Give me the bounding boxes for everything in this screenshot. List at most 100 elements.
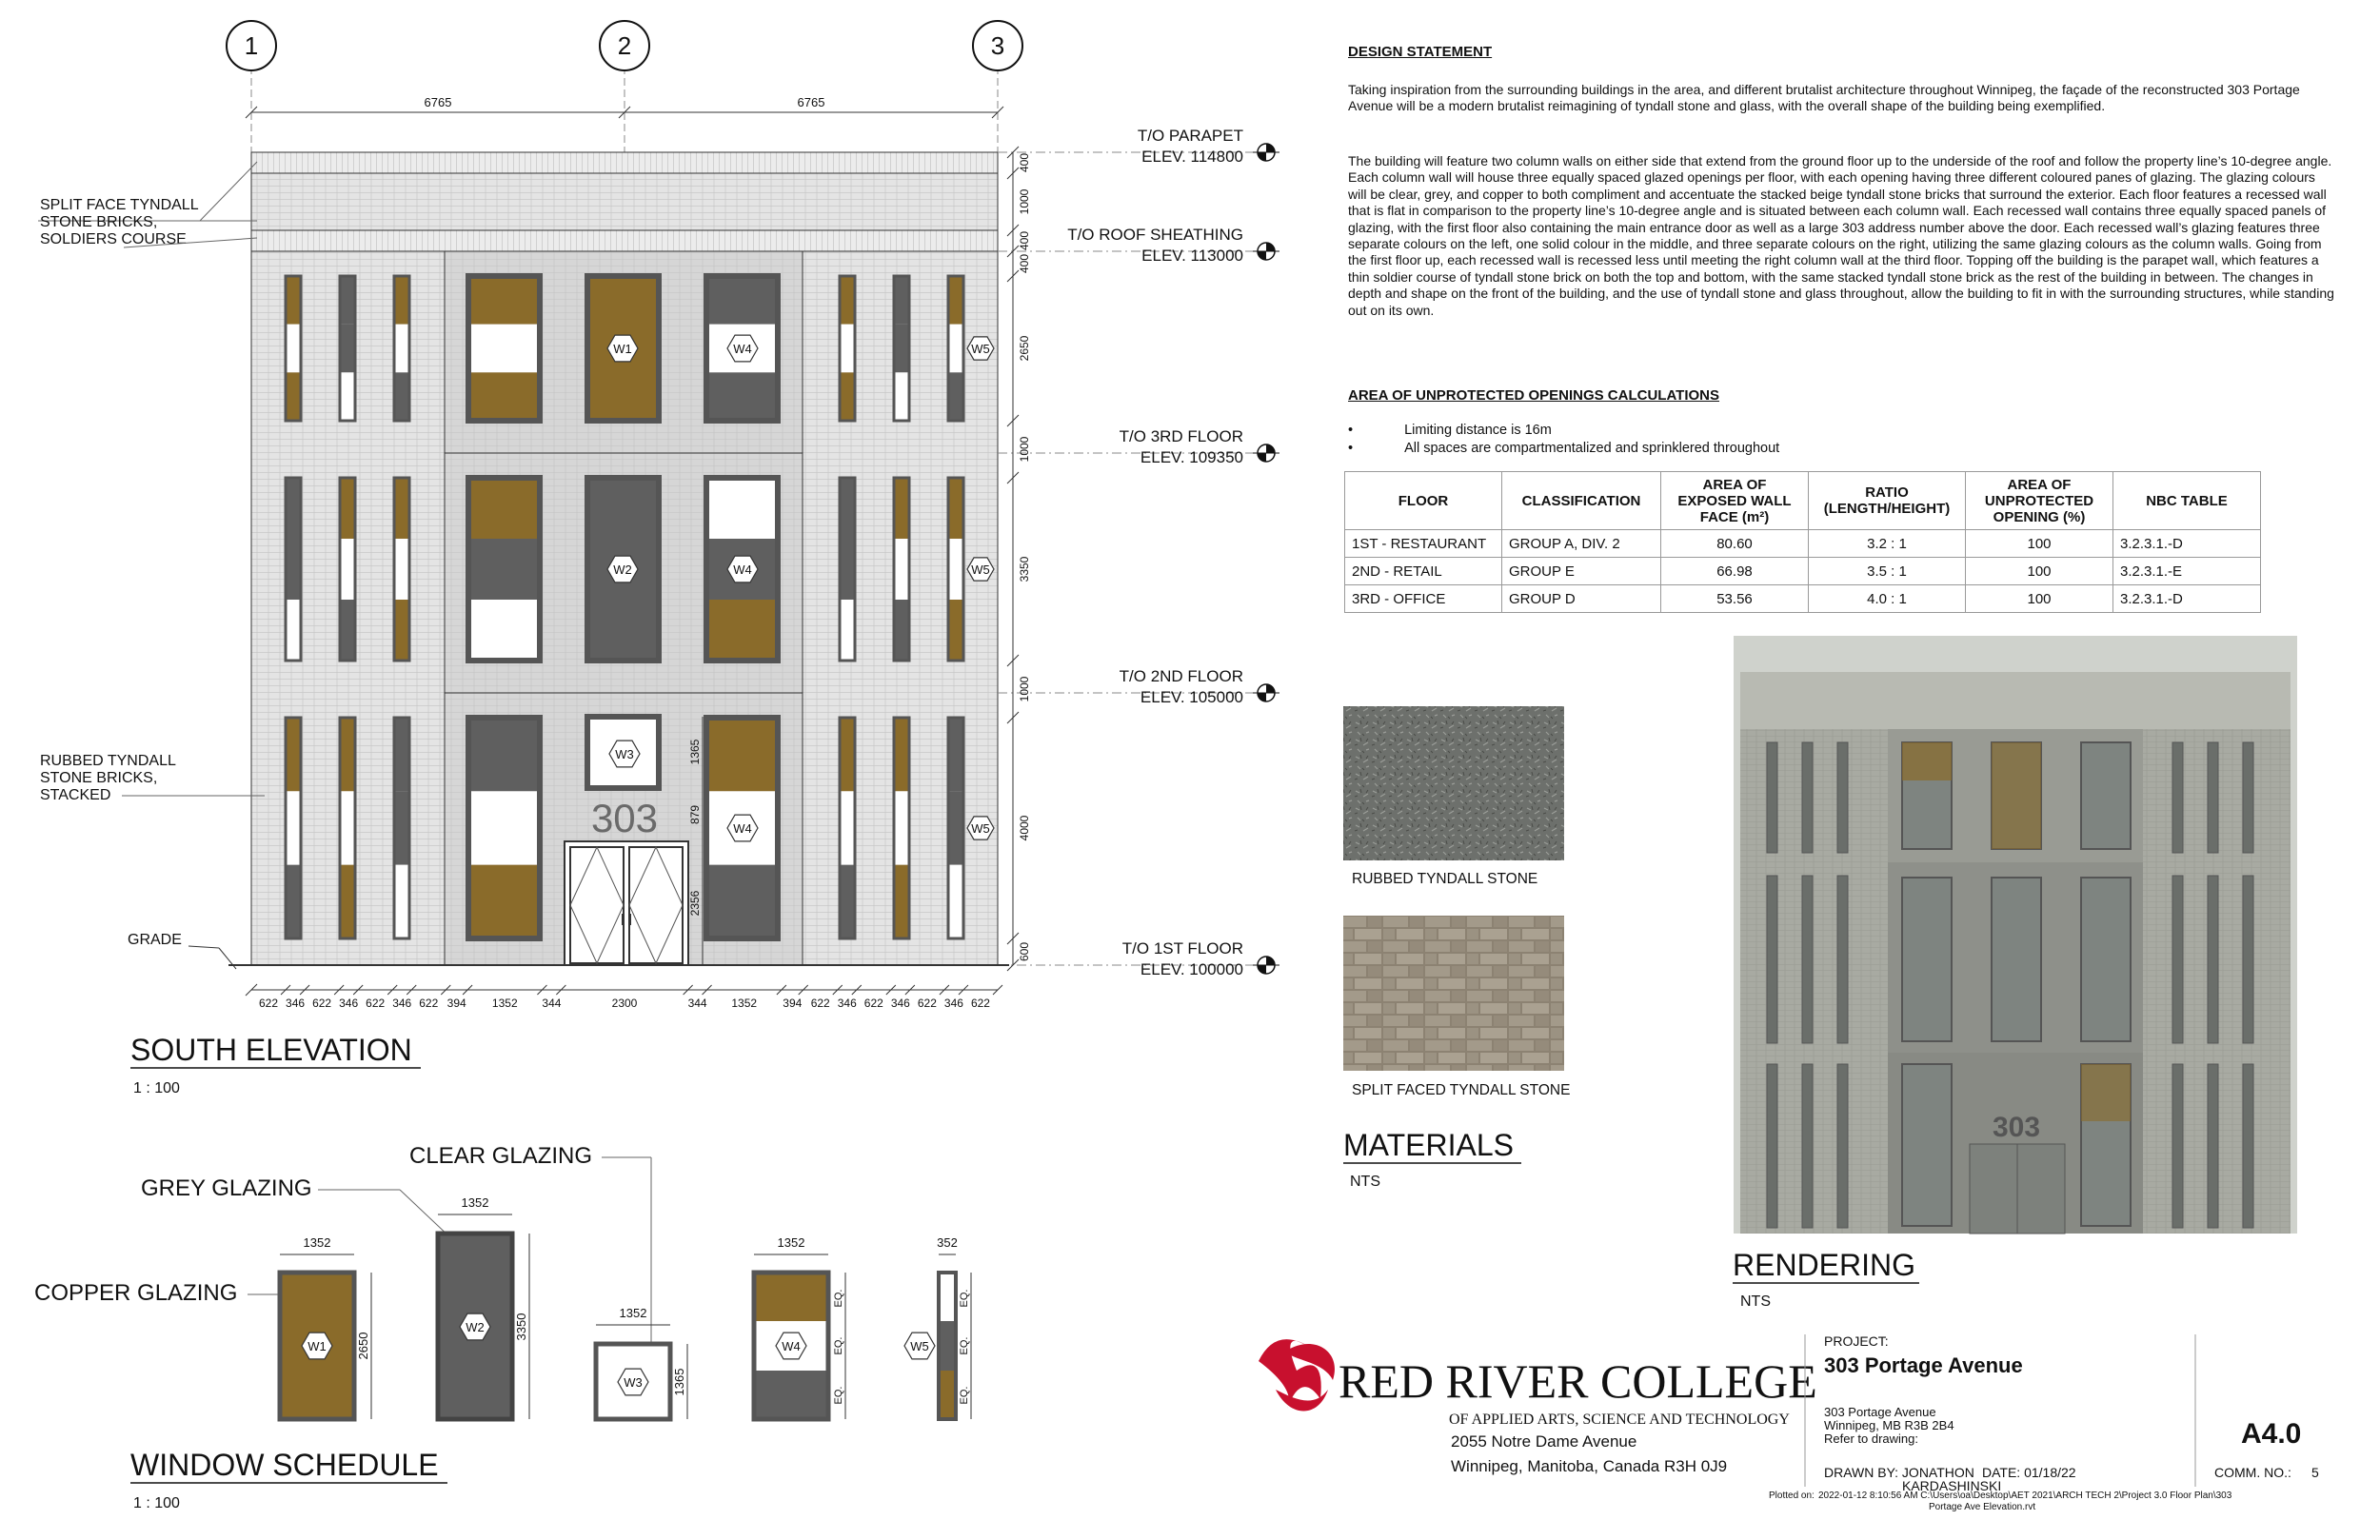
tag-w4: W4: [733, 342, 752, 356]
sheet-number: A4.0: [2241, 1418, 2301, 1450]
column-pane: [286, 276, 301, 325]
cell-ratio: 4.0 : 1: [1808, 584, 1966, 613]
column-pane: [340, 600, 355, 661]
recessed-pane: [706, 864, 778, 938]
th-unp-2: UNPROTECTED: [1984, 492, 2094, 509]
cell-nbc: 3.2.3.1.-D: [2112, 529, 2261, 558]
th-area-2: EXPOSED WALL: [1677, 492, 1792, 509]
level-elevation: ELEV. 109350: [1140, 448, 1243, 466]
column-pane: [948, 324, 963, 373]
sched-tag-w1-hexagon: [301, 1332, 333, 1360]
render-column-window: [2242, 741, 2254, 854]
column-pane: [394, 539, 409, 600]
render-column-window: [2172, 875, 2184, 1044]
legend-copper-glazing: COPPER GLAZING: [34, 1280, 237, 1306]
south-elevation-scale: 1 : 100: [133, 1080, 180, 1096]
college-name: RED RIVER COLLEGE: [1339, 1354, 1817, 1408]
column-pane: [894, 864, 909, 938]
vdim-text: 3350: [1018, 556, 1031, 582]
render-column-window: [1836, 1063, 1849, 1229]
cell-area: 53.56: [1660, 584, 1809, 613]
recessed-pane: [706, 478, 778, 539]
materials-title: MATERIALS: [1343, 1128, 1514, 1162]
render-column-window: [2172, 741, 2184, 854]
table-row: 2ND - RETAIL GROUP E 66.98 3.5 : 1 100 3…: [1344, 557, 2261, 585]
tag-w4-hexagon: [726, 814, 759, 842]
bdim-tick: [245, 983, 258, 997]
vdim-tick: [1006, 958, 1020, 972]
recessed-window: [466, 273, 543, 424]
render-column-window: [1766, 741, 1778, 854]
bdim-text: 344: [542, 997, 561, 1010]
bdim-tick: [299, 984, 310, 996]
material-split-label: SPLIT FACED TYNDALL STONE: [1352, 1082, 1570, 1098]
column-pane: [894, 478, 909, 539]
refer-to-drawing: Refer to drawing:: [1824, 1431, 1918, 1446]
column-pane: [340, 791, 355, 865]
design-statement-paragraph-1: Taking inspiration from the surrounding …: [1348, 82, 2300, 114]
column-pane: [340, 718, 355, 792]
recessed-pane: [706, 276, 778, 325]
tag-w2-hexagon: [606, 555, 639, 583]
recessed-pane: [468, 324, 540, 373]
level-elevation: ELEV. 105000: [1140, 688, 1243, 706]
column-window: [338, 716, 357, 940]
w5-width-dim: 352: [937, 1235, 958, 1250]
window-schedule-title: WINDOW SCHEDULE: [130, 1448, 439, 1482]
recessed-window: [466, 715, 543, 941]
bdim-tick: [462, 984, 473, 996]
column-pane: [894, 324, 909, 373]
tag-w5: W5: [971, 563, 990, 577]
recessed-pane: [468, 791, 540, 865]
cell-nbc: 3.2.3.1.-D: [2112, 584, 2261, 613]
sched-tag-w1: W1: [307, 1339, 327, 1353]
tag-w1-hexagon: [606, 334, 639, 363]
cell-class: GROUP A, DIV. 2: [1501, 529, 1661, 558]
bdim-tick: [352, 984, 364, 996]
bdim-tick: [798, 984, 809, 996]
w4-eq-1: EQ.: [833, 1290, 844, 1308]
w1-height-dim: 2650: [356, 1333, 370, 1360]
column-pane: [840, 600, 855, 661]
column-pane: [340, 276, 355, 325]
vdim-tick: [1006, 471, 1020, 484]
cell-class: GROUP E: [1501, 557, 1661, 585]
bdim-tick: [958, 984, 969, 996]
render-column-window: [2172, 1063, 2184, 1229]
column-pane: [840, 324, 855, 373]
date: DATE: 01/18/22: [1982, 1465, 2076, 1480]
vdim-tick: [1006, 269, 1020, 283]
w4-eq-2: EQ.: [833, 1337, 844, 1355]
tag-w3-hexagon: [608, 740, 641, 768]
vdim-tick: [1006, 146, 1020, 159]
recessed-pane: [706, 372, 778, 421]
th-nbc-text: NBC TABLE: [2146, 492, 2228, 509]
cell-area: 66.98: [1660, 557, 1809, 585]
rendering-windows: [1766, 741, 2254, 1229]
render-column-window: [1766, 875, 1778, 1044]
render-column-window: [2242, 1063, 2254, 1229]
comm-number: 5: [2311, 1465, 2319, 1480]
th-unp-3: OPENING (%): [1993, 508, 2086, 525]
bdim-tick: [280, 984, 291, 996]
bdim-tick: [885, 984, 897, 996]
render-column-window: [2207, 1063, 2219, 1229]
th-classification: CLASSIFICATION: [1501, 471, 1661, 530]
table-row: 3RD - OFFICE GROUP D 53.56 4.0 : 1 100 3…: [1344, 584, 2261, 613]
recessed-pane: [706, 718, 778, 792]
render-copper-pane: [2081, 1064, 2131, 1121]
project-address-2: Winnipeg, MB R3B 2B4: [1824, 1418, 1954, 1432]
tag-w5: W5: [971, 821, 990, 836]
column-window: [838, 476, 857, 662]
vdim-tick: [1006, 224, 1020, 237]
w2-height-dim: 3350: [514, 1313, 528, 1341]
render-column-window: [1836, 741, 1849, 854]
rubbed-label-1: RUBBED TYNDALL: [40, 753, 176, 769]
column-pane: [394, 372, 409, 421]
cell-ratio: 3.5 : 1: [1808, 557, 1966, 585]
title-block-frame: [1804, 1334, 2196, 1487]
th-unp-1: AREA OF: [2007, 476, 2072, 493]
